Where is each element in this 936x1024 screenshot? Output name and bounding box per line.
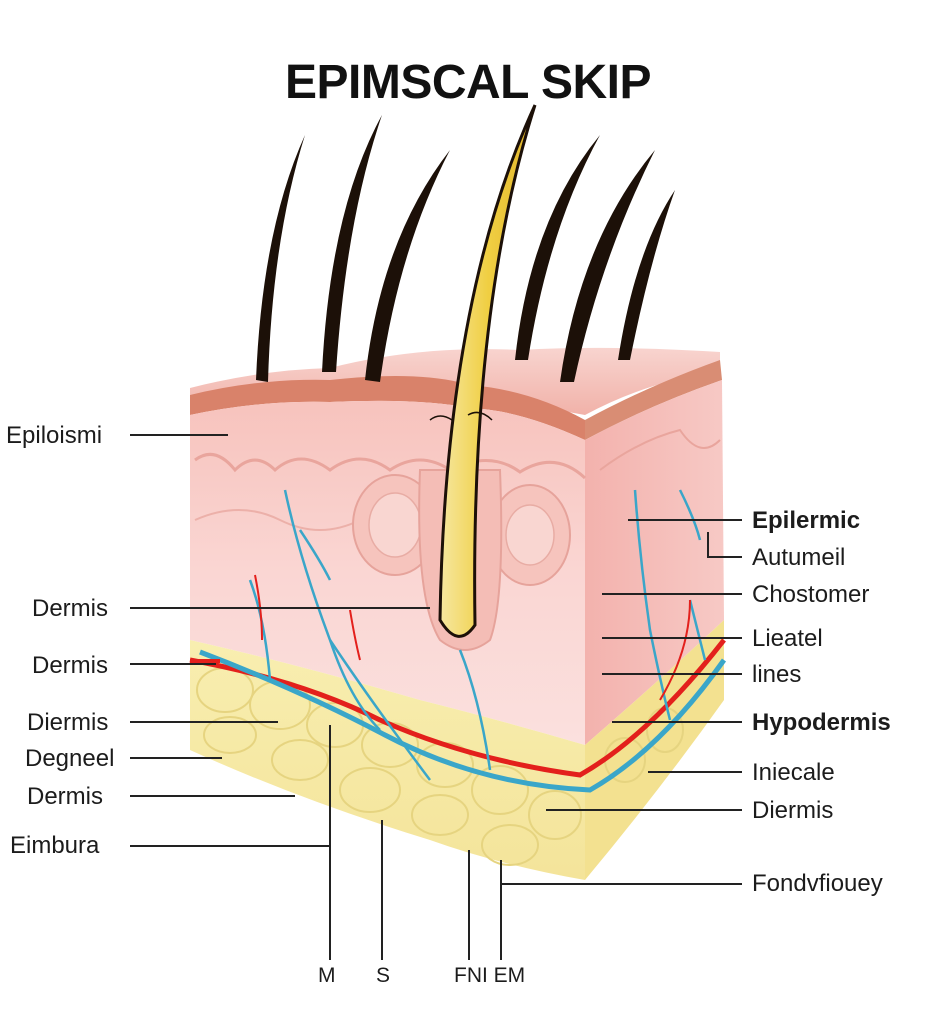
vein: [199, 649, 727, 793]
dermis-side-face: [585, 380, 724, 745]
central-hair-shaft: [438, 104, 537, 638]
label-right-iniecale: Iniecale: [752, 759, 835, 786]
leader-lines-bottom: [329, 725, 502, 960]
label-left-diermis: Diermis: [27, 709, 109, 736]
label-bottom-m: M: [318, 964, 336, 987]
label-right-epilermic: Epilermic: [752, 507, 861, 534]
label-right-lieatel: Lieatel: [752, 625, 823, 652]
epidermis-band: [190, 376, 585, 440]
label-right-chostomer: Chostomer: [752, 581, 870, 608]
hypodermis-front-face: [190, 640, 585, 880]
diagram-title: EPIMSCAL SKIP: [284, 56, 652, 109]
label-left-dermis-2: Dermis: [32, 652, 108, 679]
label-right-hypodermis: Hypodermis: [752, 709, 891, 736]
leader-lines-right: [501, 519, 742, 885]
label-bottom-s: S: [376, 964, 391, 987]
label-left-degneel: Degneel: [25, 745, 115, 772]
label-right-fondvfiouey: Fondvfiouey: [752, 870, 883, 897]
label-left-eimbura: Eimbura: [10, 832, 100, 859]
label-bottom-fni-em: FNI EM: [454, 964, 526, 987]
label-left-epidermis: Epiloismi: [6, 422, 103, 449]
leader-lines-left: [130, 434, 430, 847]
label-left-dermis-1: Dermis: [32, 595, 108, 622]
label-right-autumeil: Autumeil: [752, 544, 846, 571]
hairs: [256, 115, 675, 382]
capillaries: [248, 489, 707, 781]
label-right-lines: lines: [752, 661, 802, 688]
label-right-diermis: Diermis: [752, 797, 834, 824]
label-left-dermis-3: Dermis: [27, 783, 103, 810]
